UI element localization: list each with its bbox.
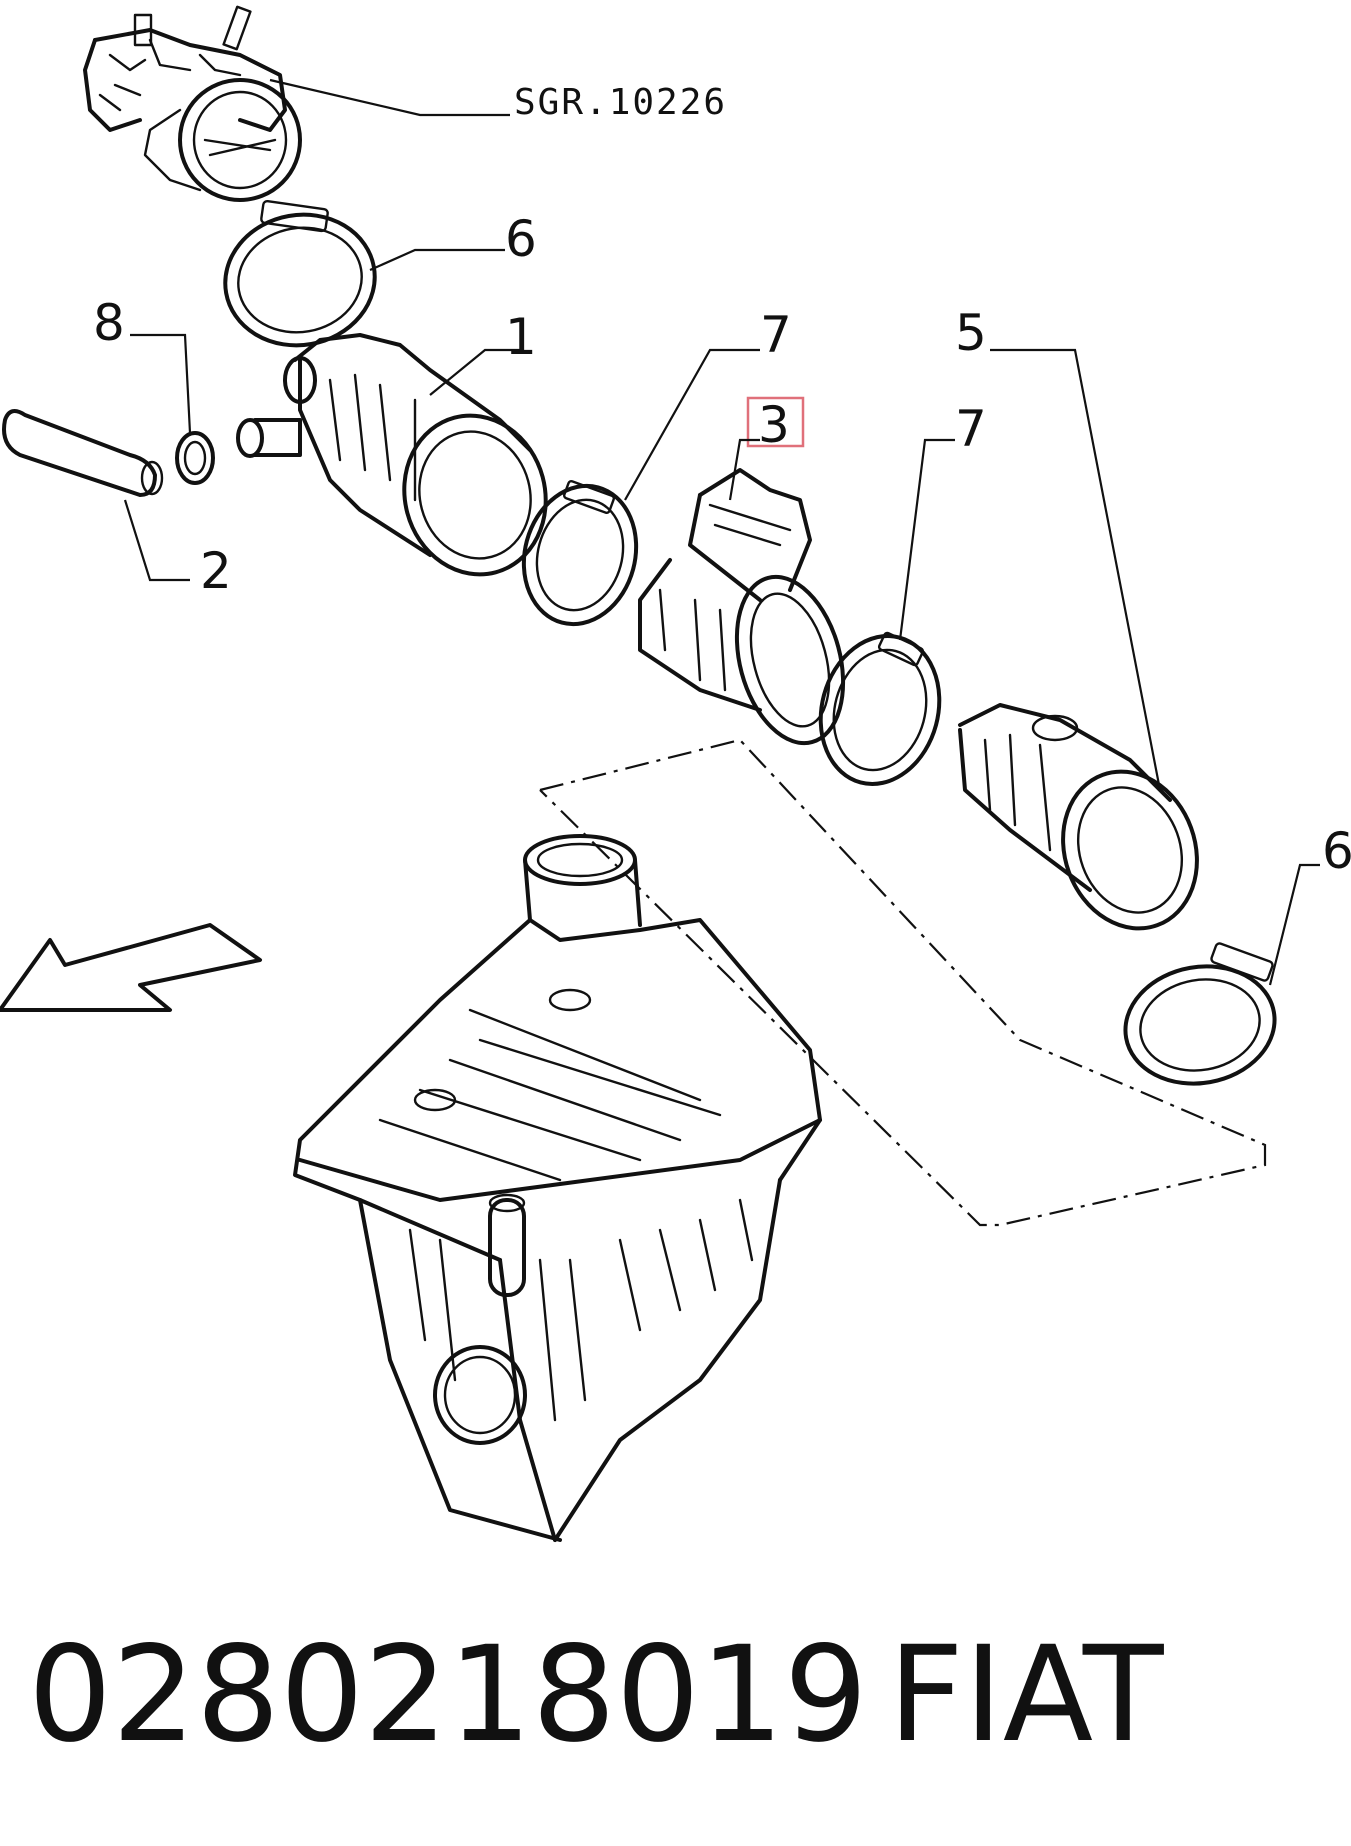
callout-3-highlight (746, 396, 805, 448)
small-clamp-8 (175, 431, 215, 485)
callout-6-top: 6 (505, 210, 537, 268)
intake-duct-1 (236, 333, 548, 577)
callout-8: 8 (93, 294, 125, 352)
alignment-guide (539, 738, 1267, 1227)
hose-clamp-6-top (223, 199, 377, 348)
callout-7-left: 7 (760, 306, 792, 364)
hose-clamp-7-right (818, 631, 942, 786)
air-mass-meter-3 (638, 468, 846, 746)
intake-duct-5 (958, 703, 1199, 931)
brand-name: FIAT (888, 1618, 1165, 1772)
callout-2: 2 (200, 542, 232, 600)
callout-1: 1 (505, 308, 537, 366)
hose-clamp-7-left (521, 479, 639, 627)
part-number: 0280218019 (28, 1618, 868, 1772)
callout-3: 3 (758, 396, 790, 454)
callout-5: 5 (955, 304, 987, 362)
air-filter-housing (293, 834, 822, 1542)
reference-label: SGR.10226 (514, 82, 727, 123)
hose-2 (2, 409, 164, 497)
reference-callout: SGR.10226 (269, 78, 727, 123)
hose-clamp-6-right (1123, 942, 1277, 1086)
throttle-body (83, 5, 302, 202)
callout-7-right: 7 (955, 400, 987, 458)
callout-6-right: 6 (1322, 822, 1351, 880)
direction-arrow (0, 923, 262, 1012)
